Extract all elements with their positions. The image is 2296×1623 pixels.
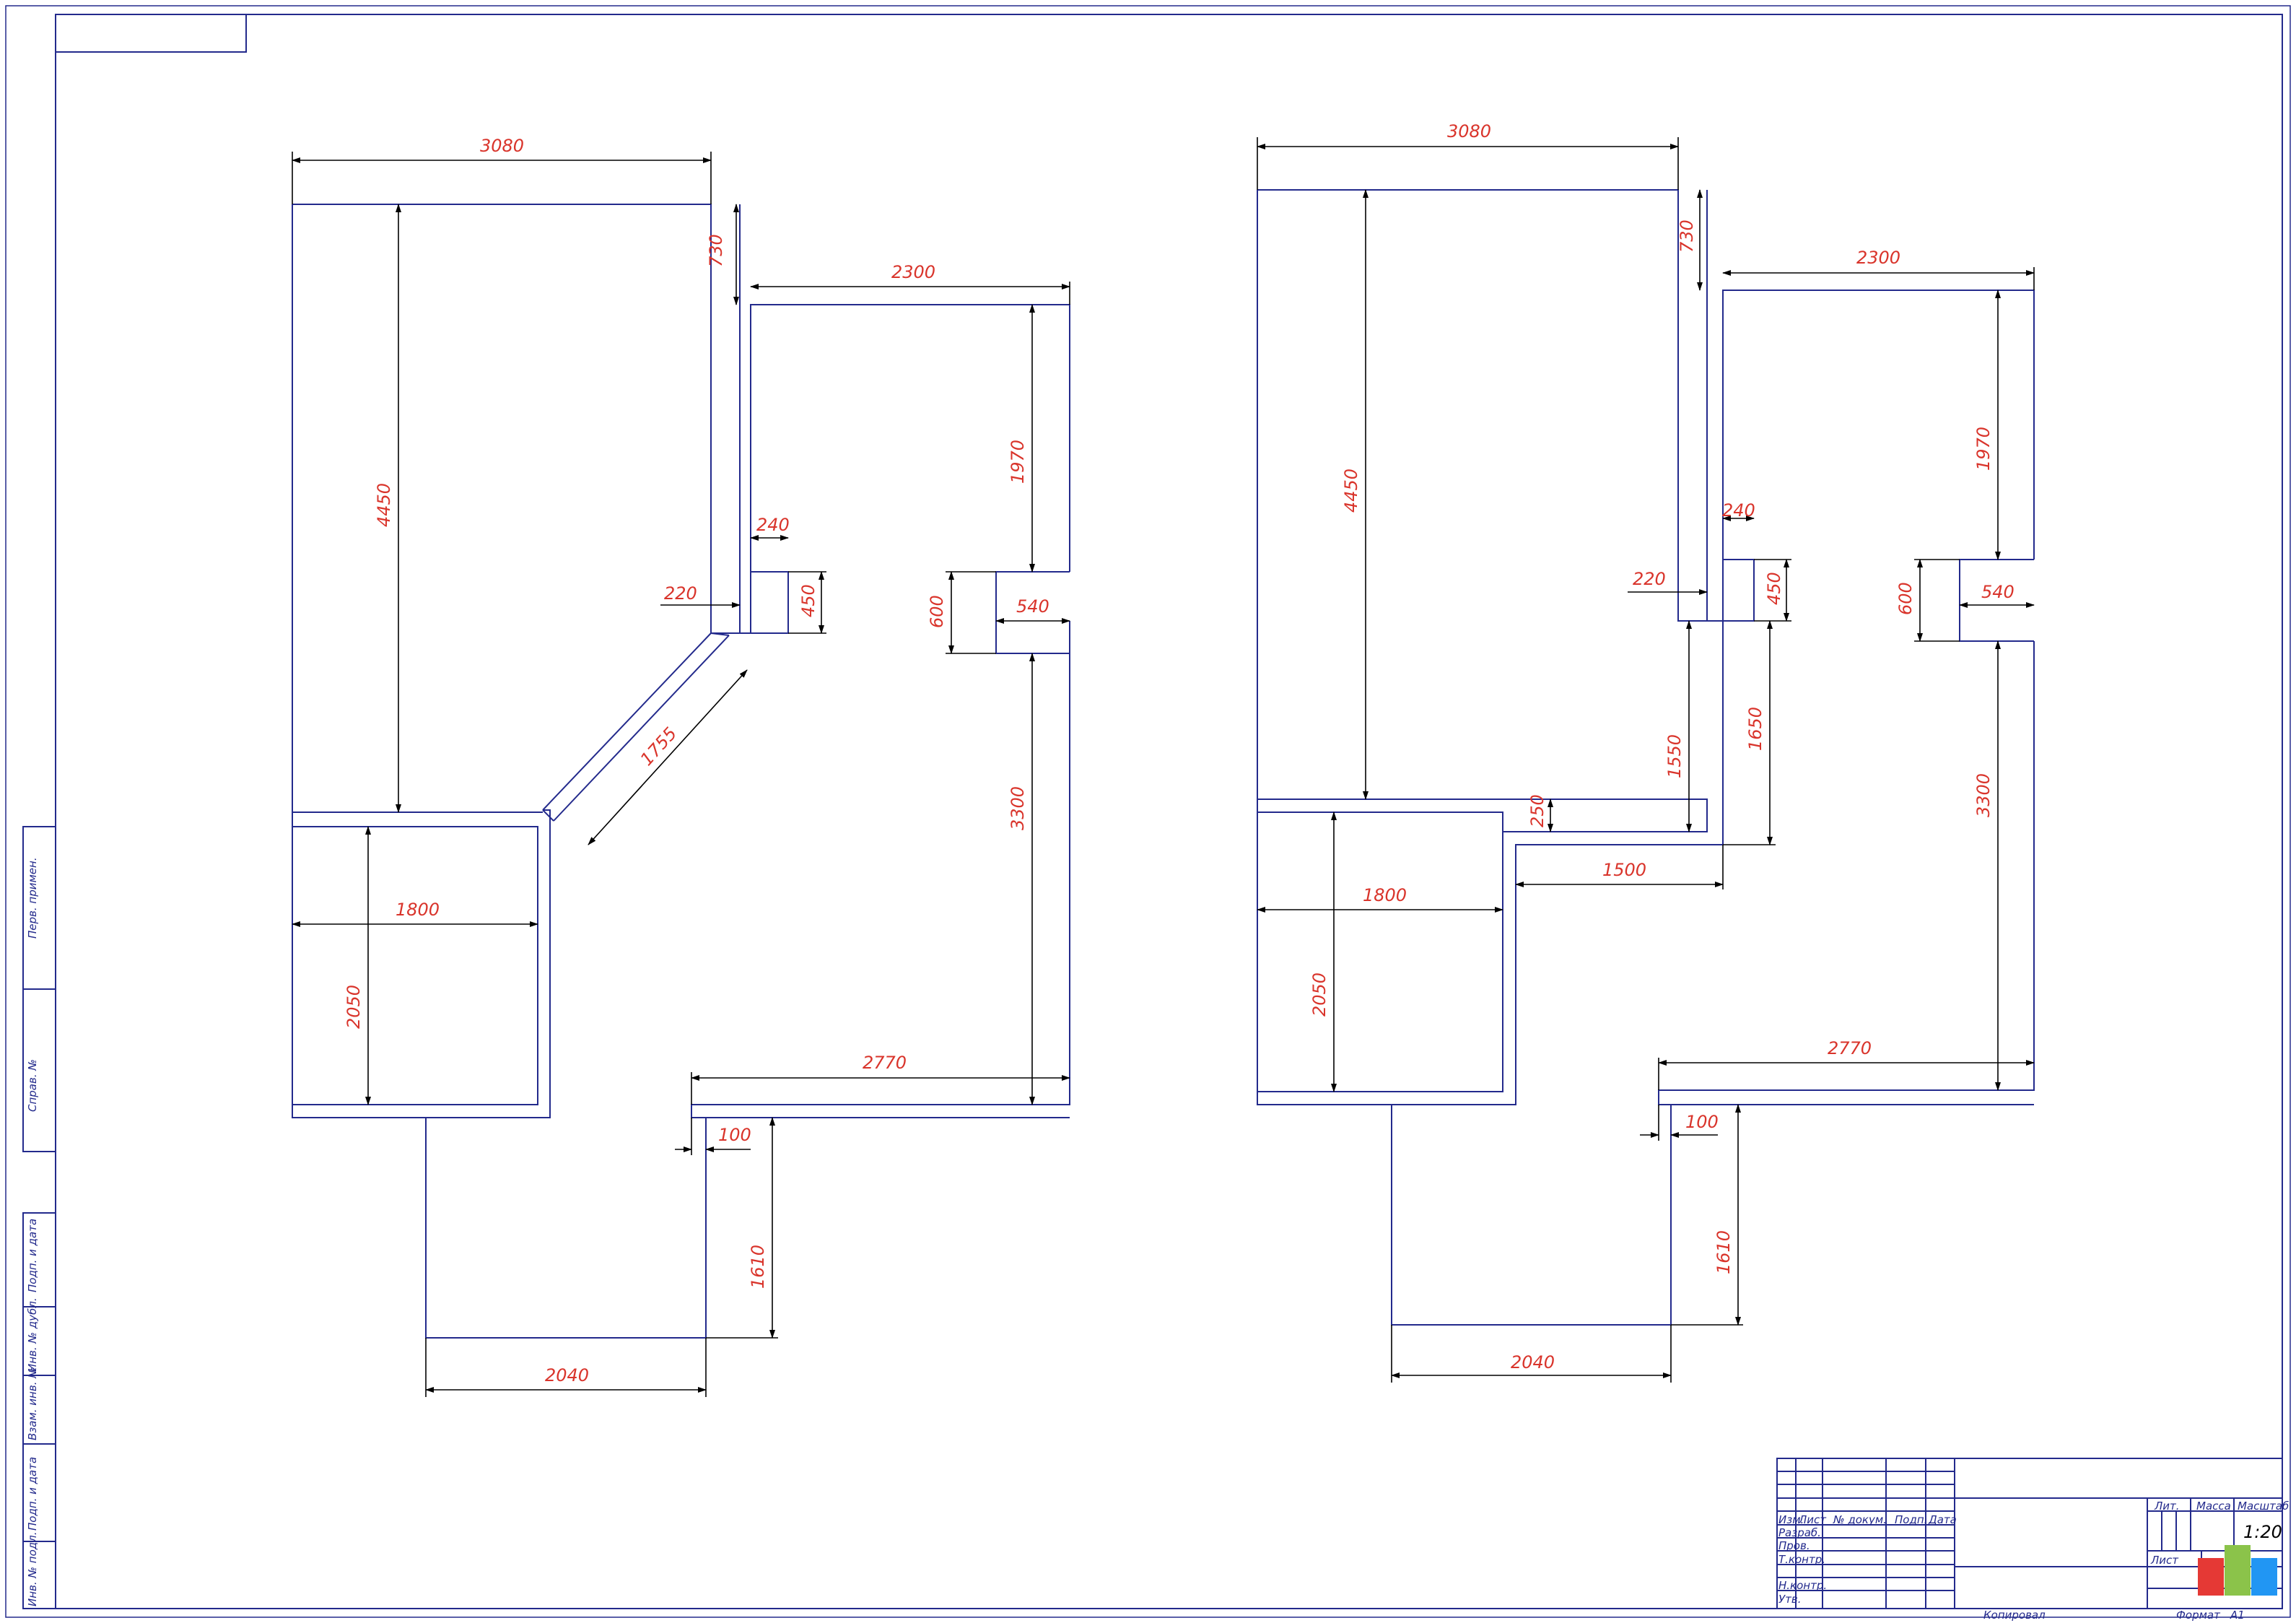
wall bbox=[542, 632, 712, 811]
dim-label: 1800 bbox=[1363, 885, 1407, 905]
dim-label: 2300 bbox=[1856, 248, 1900, 268]
logo bbox=[2198, 1545, 2277, 1596]
stamp-vzam-inv: Взам. инв. № bbox=[26, 1367, 39, 1440]
hdr-lit: Лит. bbox=[2154, 1500, 2180, 1513]
row-prov: Пров. bbox=[1778, 1539, 1810, 1552]
dim-label: 3300 bbox=[1973, 773, 1994, 817]
dim-label: 540 bbox=[1016, 596, 1049, 617]
dim-label: 240 bbox=[1722, 500, 1755, 521]
col-header-data: Дата bbox=[1928, 1513, 1957, 1526]
dim-label: 1650 bbox=[1745, 707, 1765, 751]
hdr-masshtab: Масштаб bbox=[2238, 1500, 2289, 1513]
format-label: Формат bbox=[2176, 1609, 2221, 1622]
dim-label: 730 bbox=[1677, 219, 1697, 253]
plan-left: 3080 730 2300 1970 4450 240 220 450 600 … bbox=[292, 136, 1070, 1397]
stamp-perv-primen: Перв. примен. bbox=[26, 857, 39, 939]
dim-label: 2050 bbox=[344, 985, 364, 1029]
dim-label: 730 bbox=[706, 234, 726, 267]
dim-label: 2300 bbox=[891, 262, 935, 282]
wall bbox=[292, 204, 1070, 634]
wall bbox=[292, 826, 538, 1105]
stamp-sprav: Справ. № bbox=[26, 1059, 39, 1112]
dim-label: 1970 bbox=[1973, 427, 1994, 471]
wall bbox=[691, 653, 1070, 1118]
stamp-podp-data-1: Подп. и дата bbox=[26, 1219, 39, 1292]
copied-label: Копировал bbox=[1983, 1609, 2046, 1622]
dim-label: 1970 bbox=[1008, 440, 1028, 484]
wall bbox=[1658, 641, 2035, 1105]
dim-label: 450 bbox=[1764, 572, 1784, 605]
wall bbox=[1391, 1105, 1672, 1326]
wall bbox=[1257, 812, 1503, 1092]
wall bbox=[710, 632, 730, 636]
dim-label: 600 bbox=[1895, 582, 1916, 615]
stamp-podp-data-2: Подп. и дата bbox=[26, 1457, 39, 1531]
dim-label: 1800 bbox=[396, 900, 440, 920]
title-block: Изм. Лист № докум. Подп. Дата Разраб. Пр… bbox=[1776, 1458, 2289, 1609]
dim-label: 100 bbox=[718, 1125, 751, 1145]
outer-frame bbox=[5, 5, 2291, 1618]
row-nkontr: Н.контр. bbox=[1778, 1579, 1827, 1592]
dim-label: 2770 bbox=[863, 1053, 907, 1073]
col-header-podp: Подп. bbox=[1895, 1513, 1927, 1526]
dim-label: 220 bbox=[664, 583, 697, 604]
hdr-massa: Масса bbox=[2196, 1500, 2231, 1513]
wall bbox=[1257, 189, 1708, 622]
format-value: A1 bbox=[2230, 1609, 2245, 1622]
wall bbox=[425, 1118, 707, 1339]
dim-label: 250 bbox=[1527, 794, 1548, 827]
dim-label: 100 bbox=[1685, 1112, 1719, 1132]
dim-label: 240 bbox=[756, 515, 790, 535]
dim-label: 1755 bbox=[637, 723, 681, 770]
dim-label: 3080 bbox=[1447, 121, 1491, 142]
dim-label: 1610 bbox=[1714, 1230, 1734, 1274]
col-header-nom-dokum: № докум. bbox=[1833, 1513, 1887, 1526]
wall bbox=[553, 635, 730, 822]
niche bbox=[750, 571, 789, 634]
dim-label: 4450 bbox=[374, 483, 394, 527]
dim-label: 3300 bbox=[1008, 786, 1028, 830]
dim-label: 2040 bbox=[545, 1365, 589, 1385]
row-tkontr: Т.контр. bbox=[1778, 1553, 1825, 1566]
side-stamp: Перв. примен. Справ. № Подп. и дата Инв.… bbox=[22, 826, 56, 1609]
wall bbox=[542, 809, 554, 822]
dim-label: 1500 bbox=[1602, 860, 1646, 880]
dim-label: 220 bbox=[1633, 569, 1666, 589]
inner-frame bbox=[55, 14, 2283, 1609]
col-header-izm: Изм. bbox=[1778, 1513, 1804, 1526]
wall bbox=[292, 204, 551, 1118]
dim-label: 540 bbox=[1981, 582, 2015, 602]
plan-right: 3080 730 2300 1970 4450 240 220 450 600 … bbox=[1257, 121, 2035, 1383]
dim-label: 450 bbox=[798, 584, 819, 617]
wall bbox=[1257, 799, 1708, 832]
stamp-inv-podl: Инв. № подл. bbox=[26, 1532, 39, 1606]
scale-value: 1:20 bbox=[2243, 1522, 2282, 1542]
dim-label: 3080 bbox=[480, 136, 524, 156]
dim-label: 4450 bbox=[1341, 469, 1361, 513]
row-utv: Утв. bbox=[1778, 1593, 1802, 1606]
sheet-label: Лист bbox=[2150, 1554, 2179, 1567]
dim-label: 2770 bbox=[1828, 1038, 1872, 1058]
row-razrab: Разраб. bbox=[1778, 1526, 1821, 1539]
dim-label: 2050 bbox=[1309, 973, 1330, 1017]
dim-label: 1610 bbox=[748, 1245, 768, 1289]
col-header-list: Лист bbox=[1798, 1513, 1827, 1526]
dim-label: 2040 bbox=[1511, 1352, 1555, 1372]
corner-code-box bbox=[55, 14, 247, 53]
dim-label: 1550 bbox=[1664, 734, 1685, 778]
stamp-inv-dubl: Инв. № дубл. bbox=[26, 1297, 39, 1372]
dim-label: 600 bbox=[927, 595, 947, 628]
wall bbox=[1257, 190, 1723, 1105]
